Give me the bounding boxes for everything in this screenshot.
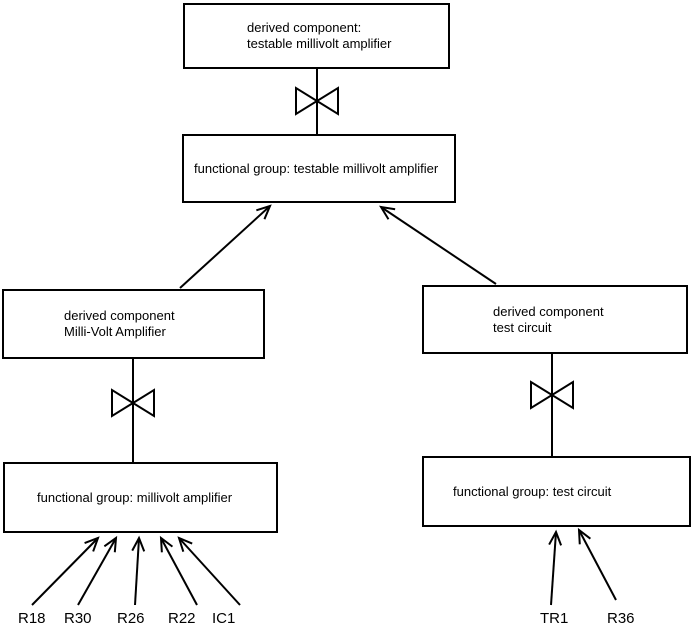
arrow-r36 [577,527,617,601]
bowtie-icon [530,380,574,410]
arrow-r30 [77,535,118,606]
leaf-label-r22: R22 [168,610,196,627]
node-label-line: functional group: test circuit [453,483,612,499]
node-derived-component-milli-volt-amplifier: derived component Milli-Volt Amplifier [2,289,265,359]
node-label-line: functional group: testable millivolt amp… [194,160,439,176]
node-label-line: Milli-Volt Amplifier [64,324,166,339]
arrow-r18 [31,536,100,606]
leaf-label-r26: R26 [117,610,145,627]
arrow-tr1 [548,529,563,606]
node-label-line: test circuit [493,319,552,335]
arrow-r22 [159,535,198,606]
leaf-label-ic1: IC1 [212,610,236,627]
leaf-label-r36: R36 [607,610,635,627]
arrow-mv-to-fg-testable [179,204,272,289]
node-functional-group-test-circuit: functional group: test circuit [422,456,691,527]
leaf-label-tr1: TR1 [540,610,569,627]
node-label-line: derived component [64,308,175,323]
node-functional-group-testable-millivolt-amplifier: functional group: testable millivolt amp… [182,134,456,203]
arrow-test-to-fg-testable [379,205,497,285]
node-label-line: derived component [493,303,604,319]
bowtie-icon [295,86,339,116]
node-label-line: testable millivolt amplifier [247,36,392,51]
leaf-label-r18: R18 [18,610,46,627]
bowtie-icon [111,388,155,418]
node-derived-component-testable-millivolt-amplifier: derived component: testable millivolt am… [183,3,450,69]
node-functional-group-millivolt-amplifier: functional group: millivolt amplifier [3,462,278,533]
arrow-r26 [131,535,146,606]
node-derived-component-test-circuit: derived component test circuit [422,285,688,354]
arrow-ic1 [177,536,241,606]
node-label-line: derived component: [247,20,362,35]
node-label-line: functional group: millivolt amplifier [37,489,233,505]
leaf-label-r30: R30 [64,610,92,627]
